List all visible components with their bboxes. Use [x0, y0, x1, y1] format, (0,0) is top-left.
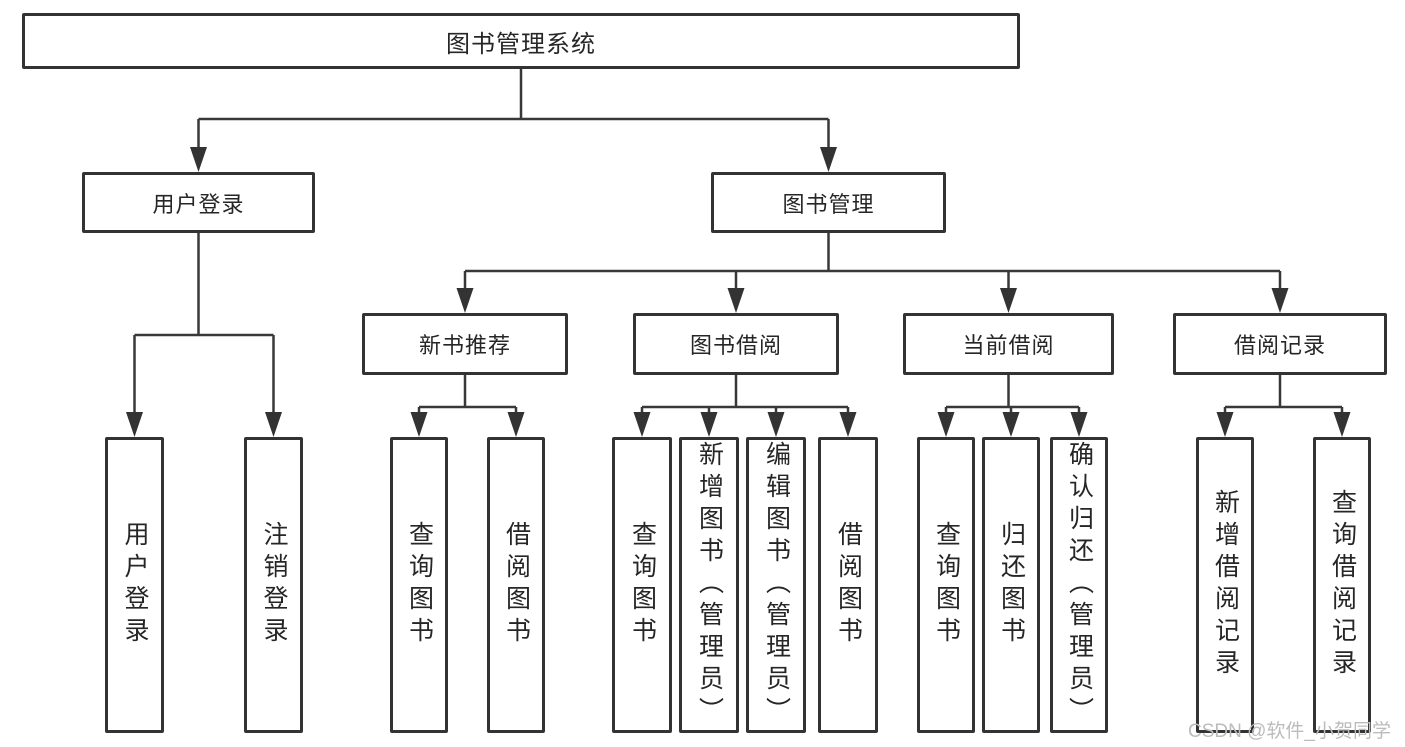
leaf-query-books-current: 查询图书: [917, 437, 975, 733]
node-new-book-recommend: 新书推荐: [362, 313, 568, 375]
node-book-management: 图书管理: [711, 172, 946, 233]
arrowheads-current-borrowing: [937, 412, 1088, 437]
connector-user-login: [133, 233, 275, 423]
arrowheads-book-management: [456, 288, 1289, 313]
leaf-edit-books-admin: 编辑图书（管理员）: [746, 437, 806, 733]
leaf-logout: 注销登录: [244, 437, 303, 733]
csdn-watermark: CSDN @软件_小贺同学: [1188, 721, 1391, 742]
leaf-query-borrow-record: 查询借阅记录: [1313, 437, 1371, 733]
leaf-add-borrow-record: 新增借阅记录: [1196, 437, 1254, 733]
node-user-login: 用户登录: [82, 172, 315, 233]
arrowheads-user-login: [126, 412, 282, 437]
leaf-query-books-recommend: 查询图书: [390, 437, 448, 733]
leaf-user-login: 用户登录: [105, 437, 164, 733]
arrowheads-book-borrowing: [633, 412, 857, 437]
node-book-borrowing: 图书借阅: [633, 313, 839, 375]
node-borrowing-records: 借阅记录: [1173, 313, 1387, 375]
arrowheads-new-book-recommend: [410, 412, 525, 437]
node-root-system: 图书管理系统: [22, 13, 1020, 69]
arrowheads-borrowing-records: [1216, 412, 1351, 437]
connector-borrowing-records: [1223, 375, 1344, 423]
connector-book-borrowing: [640, 375, 850, 423]
leaf-borrow-books-recommend: 借阅图书: [487, 437, 545, 733]
node-current-borrowing: 当前借阅: [903, 313, 1114, 375]
connector-book-management: [463, 233, 1282, 299]
connector-root-to-level2: [197, 69, 830, 158]
leaf-confirm-return-admin: 确认归还（管理员）: [1050, 437, 1108, 733]
leaf-query-books-borrowing: 查询图书: [612, 437, 672, 733]
leaf-return-books: 归还图书: [982, 437, 1040, 733]
arrowheads-root-to-level2: [190, 147, 837, 172]
leaf-borrow-books: 借阅图书: [818, 437, 878, 733]
leaf-add-books-admin: 新增图书（管理员）: [679, 437, 739, 733]
connector-new-book-recommend: [417, 375, 518, 423]
